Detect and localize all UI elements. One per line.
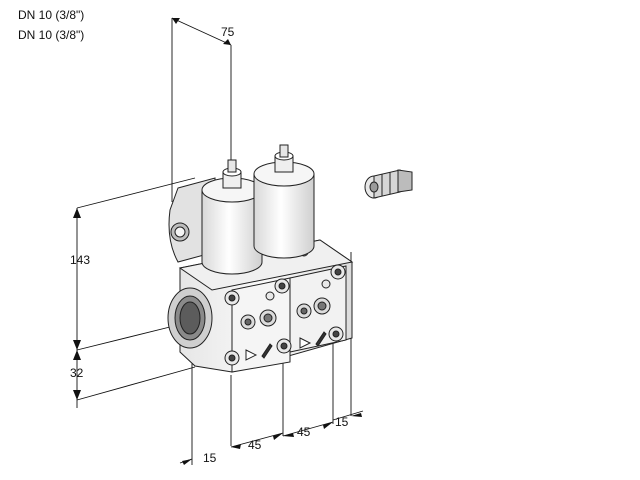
dim-height-inlet: 32 bbox=[70, 366, 84, 380]
dim-top-depth: 75 bbox=[221, 25, 235, 39]
dim-offset-left: 15 bbox=[203, 451, 217, 465]
dim-height-total: 143 bbox=[70, 253, 90, 267]
caption-line-2: DN 10 (3/8") bbox=[18, 28, 85, 42]
dim-spacing-2: 45 bbox=[297, 425, 311, 439]
dim-spacing-1: 45 bbox=[248, 438, 262, 452]
dim-offset-right: 15 bbox=[335, 415, 349, 429]
screws bbox=[213, 247, 346, 366]
dimension-arrows bbox=[73, 18, 362, 465]
cable-gland bbox=[364, 169, 413, 199]
caption-line-1: DN 10 (3/8") bbox=[18, 8, 85, 22]
valve-assembly bbox=[167, 144, 354, 373]
